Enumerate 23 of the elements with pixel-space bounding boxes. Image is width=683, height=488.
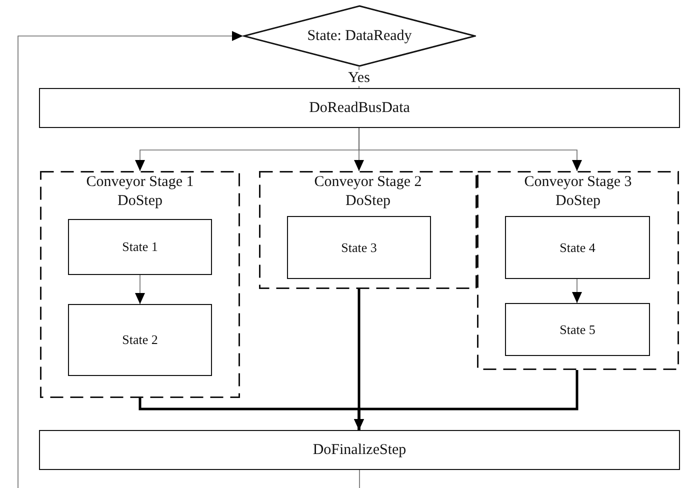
process-box	[287, 216, 431, 279]
group-heading: Conveyor Stage 1 DoStep	[85, 173, 195, 211]
connector-arrow	[572, 278, 582, 304]
process-label: State 5	[560, 320, 596, 339]
process-label: State 4	[560, 238, 596, 257]
group-heading: Conveyor Stage 2 DoStep	[313, 173, 423, 211]
process-label: DoReadBusData	[309, 98, 410, 118]
group-heading: Conveyor Stage 3 DoStep	[523, 173, 633, 211]
connector-arrow	[135, 274, 145, 304]
process-label: State 2	[122, 331, 158, 350]
decision-text: State: DataReady	[307, 27, 412, 46]
process-box	[505, 216, 650, 279]
process-box	[39, 88, 680, 128]
process-label: DoFinalizeStep	[312, 440, 406, 460]
process-box	[39, 430, 680, 470]
connector-arrow	[358, 128, 582, 172]
connector-arrow	[18, 31, 360, 488]
process-box	[505, 303, 650, 356]
process-label: State 1	[122, 238, 158, 256]
process-box	[68, 304, 212, 376]
connector-arrow	[354, 370, 578, 430]
process-label: State 3	[341, 238, 377, 257]
process-box	[68, 219, 212, 275]
